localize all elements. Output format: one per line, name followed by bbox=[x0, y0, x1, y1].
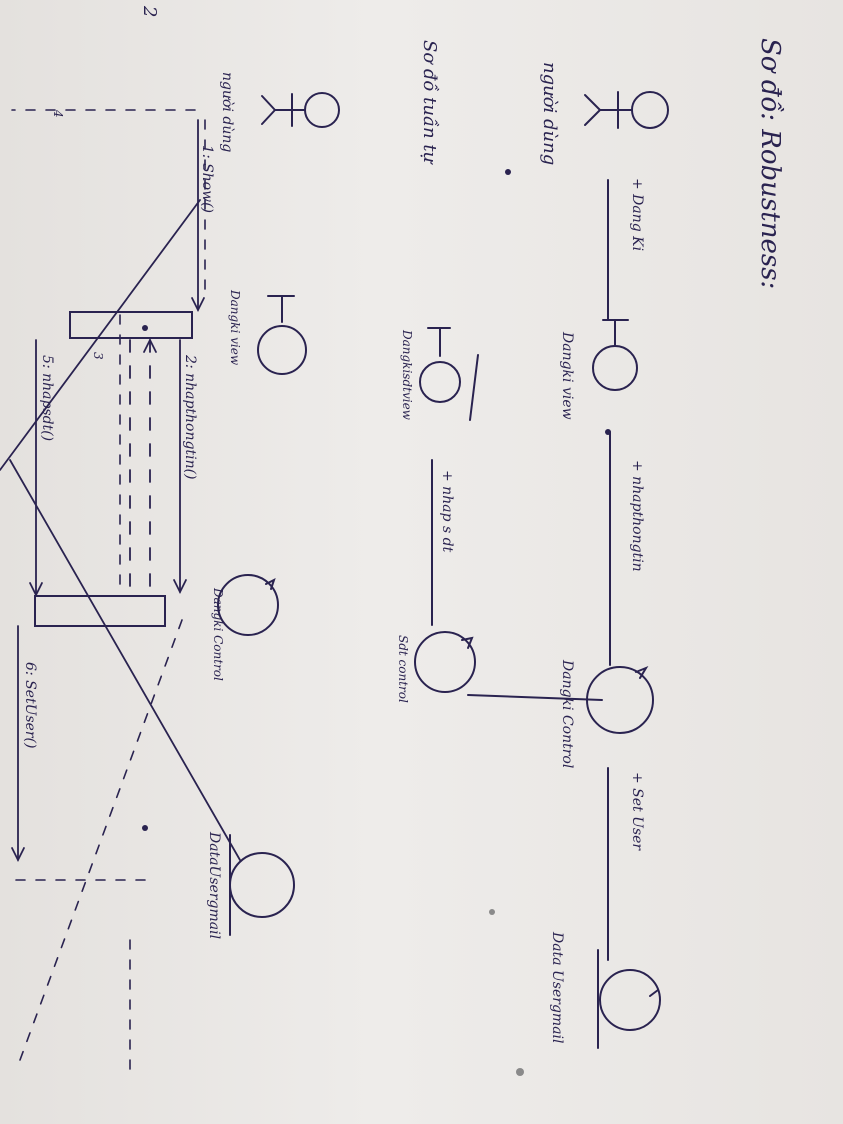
extra-msg: + nhap s dt bbox=[439, 470, 455, 553]
sequence-heading: Sơ đồ tuần tự bbox=[419, 40, 440, 164]
sequence-lifelines bbox=[9, 109, 206, 1081]
robustness-actor-icon bbox=[584, 91, 669, 129]
robustness-control-label: Dangki Control bbox=[559, 660, 575, 769]
sequence-msg6: 6: SetUser() bbox=[22, 662, 38, 749]
robustness-msg3: + Set User bbox=[629, 772, 645, 851]
robustness-entity-label: Data Usergmail bbox=[549, 932, 565, 1044]
robustness-boundary-label: Dangki view bbox=[559, 332, 575, 420]
robustness-actor-label: người dùng bbox=[539, 62, 560, 166]
sequence-entity-label: DataUsergmail bbox=[206, 832, 222, 940]
crossing-stroke-2 bbox=[9, 459, 241, 861]
sequence-actor-icon bbox=[261, 92, 340, 128]
robustness-msg1: + Dang Ki bbox=[629, 178, 645, 252]
sequence-activation-boundary bbox=[69, 311, 193, 339]
sequence-control-icon bbox=[217, 574, 279, 636]
link-extra-to-control bbox=[467, 694, 603, 701]
sequence-msg3: 3 bbox=[91, 352, 105, 360]
sequence-actor-label: người dùng bbox=[219, 72, 235, 153]
crossing-stroke-1 bbox=[0, 199, 201, 471]
sequence-msg4: 4 bbox=[51, 110, 65, 118]
sequence-control-label: Dangki Control bbox=[211, 588, 225, 681]
robustness-msg2: + nhapthongtin bbox=[629, 460, 645, 572]
ink-dots bbox=[142, 169, 611, 1076]
sequence-msg2: 2: nhapthongtin() bbox=[182, 355, 198, 480]
sequence-msg5: 5: nhapsdt() bbox=[39, 355, 55, 442]
sequence-entity-icon bbox=[229, 834, 295, 936]
page-number: 2 bbox=[139, 6, 160, 18]
link-extra-boundary bbox=[469, 354, 479, 421]
sequence-activation-control bbox=[34, 595, 166, 627]
sequence-boundary-label: Dangki view bbox=[228, 290, 242, 366]
sequence-messages bbox=[11, 119, 205, 863]
robustness-boundary-icon bbox=[592, 319, 638, 391]
extra-control-label: Sdt control bbox=[396, 635, 410, 703]
sequence-boundary-icon bbox=[257, 295, 307, 375]
sequence-msg1: 1: Show() bbox=[199, 145, 215, 214]
robustness-entity-icon bbox=[597, 949, 661, 1049]
extra-boundary-label: Dangkisdtview bbox=[400, 330, 414, 420]
robustness-heading: Sơ đồ: Robustness: bbox=[755, 38, 785, 290]
extra-boundary-icon bbox=[419, 327, 461, 403]
extra-control-icon bbox=[414, 631, 476, 693]
